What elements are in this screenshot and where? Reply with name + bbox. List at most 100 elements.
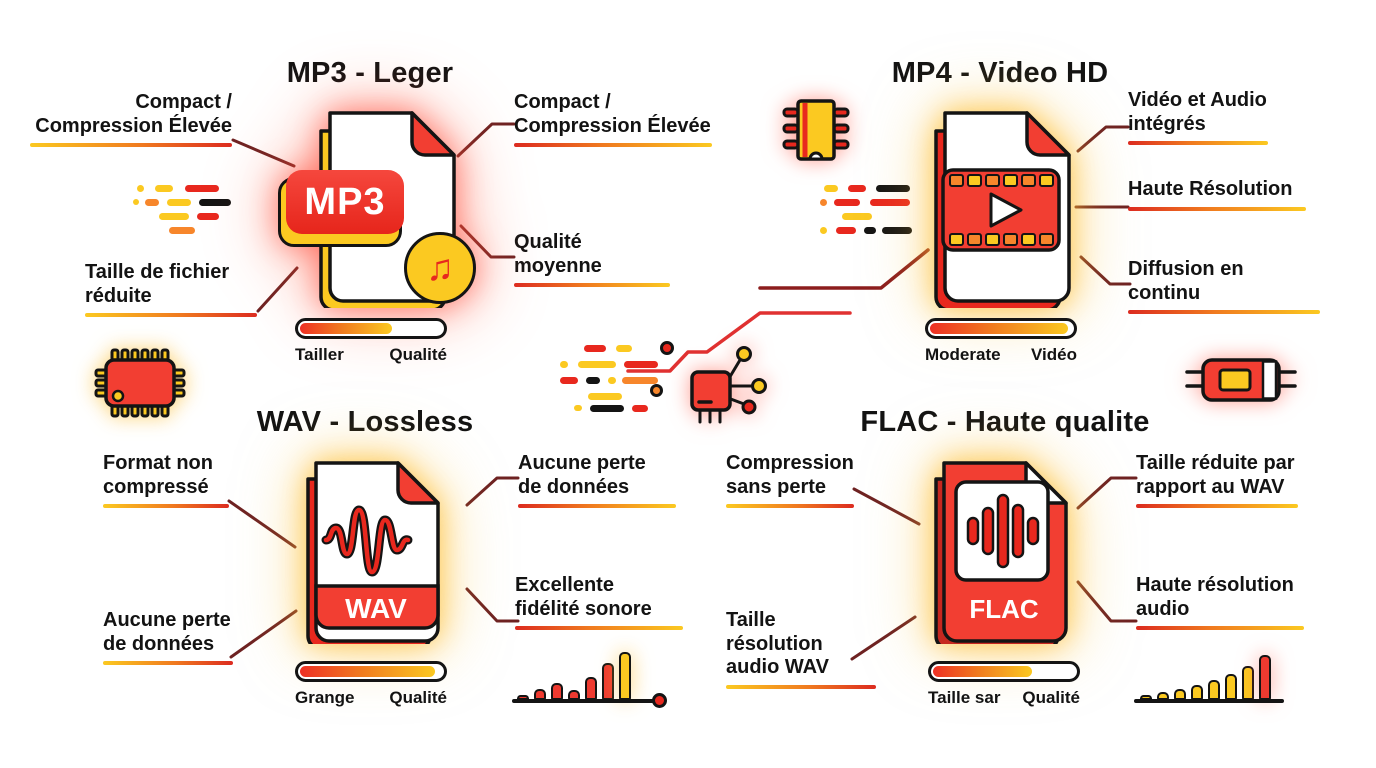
mp3-size-quality-meter — [295, 318, 447, 339]
label-text: Excellente fidélité sonore — [515, 574, 652, 620]
microchip-icon — [782, 99, 850, 161]
label-underline — [1128, 141, 1268, 146]
flac-file-icon: FLAC — [928, 458, 1080, 646]
label-text: Taille de fichier réduite — [85, 261, 230, 307]
chart-bar — [1242, 666, 1254, 700]
waveform-icon — [321, 505, 413, 577]
label-text: Vidéo et Audio intégrés — [1128, 89, 1267, 135]
flac-title: FLAC - Haute qualite — [860, 406, 1150, 438]
mp3-label-top-left: Compact / Compression Élevée — [30, 91, 232, 148]
label-underline — [726, 504, 854, 509]
meter-right-label: Qualité — [389, 345, 447, 364]
flac-growth-bar-chart — [1140, 645, 1271, 700]
wav-label-bottom-right: Excellente fidélité sonore — [515, 574, 683, 631]
label-underline — [103, 661, 233, 666]
flac-label-top-right: Taille réduite par rapport au WAV — [1136, 452, 1298, 509]
flac-label-bottom-left: Taille résolution audio WAV — [726, 609, 876, 689]
mp4-size-quality-meter — [925, 318, 1077, 339]
label-underline — [85, 313, 257, 318]
mp4-label-mid-right: Haute Résolution — [1128, 178, 1306, 211]
wav-growth-bar-chart — [517, 648, 631, 700]
meter-fill — [933, 666, 1033, 677]
circuit-trace-lines — [626, 248, 930, 373]
label-text: Taille réduite par rapport au WAV — [1136, 452, 1295, 498]
equalizer-icon — [966, 493, 1040, 569]
wav-meter-labels: Grange Qualité — [295, 688, 447, 708]
meter-right-label: Qualité — [389, 688, 447, 707]
chart-axis — [1134, 699, 1284, 703]
wav-band-label: WAV — [345, 593, 407, 624]
label-text: Taille résolution audio WAV — [726, 609, 829, 679]
flac-label-top-left: Compression sans perte — [726, 452, 854, 509]
mp3-meter-labels: Tailler Qualité — [295, 345, 447, 365]
label-underline — [515, 626, 683, 631]
label-underline — [1136, 626, 1304, 631]
folded-page-icon: FLAC — [934, 461, 1068, 644]
label-underline — [514, 143, 712, 148]
mp4-label-top-right: Vidéo et Audio intégrés — [1128, 89, 1300, 146]
chart-bar — [602, 663, 614, 700]
flac-label-bottom-right: Haute résolution audio — [1136, 574, 1304, 631]
meter-fill — [300, 323, 393, 334]
mp4-file-icon — [925, 108, 1085, 310]
label-underline — [103, 504, 229, 509]
label-underline — [518, 504, 676, 509]
label-text: Haute Résolution — [1128, 178, 1293, 200]
chart-bar — [585, 677, 597, 700]
wav-label-top-right: Aucune perte de données — [518, 452, 676, 509]
meter-left-label: Grange — [295, 688, 355, 707]
label-underline — [30, 143, 232, 148]
speed-dashes — [133, 185, 231, 234]
flac-band-label: FLAC — [969, 594, 1039, 624]
mp3-label-top-right: Compact / Compression Élevée — [514, 91, 712, 148]
chip-icon — [94, 348, 186, 418]
label-text: Diffusion en continu — [1128, 258, 1244, 304]
speed-dashes — [560, 345, 658, 412]
label-underline — [514, 283, 670, 288]
speed-dashes — [820, 185, 912, 234]
label-text: Compression sans perte — [726, 452, 854, 498]
circuit-node-dot — [650, 384, 663, 397]
chart-bar — [1225, 674, 1237, 700]
meter-right-label: Vidéo — [1031, 345, 1077, 364]
play-icon — [989, 192, 1023, 228]
resistor-component-icon — [1185, 358, 1297, 402]
chart-bar — [1259, 655, 1271, 700]
wav-label-top-left: Format non compressé — [103, 452, 229, 509]
label-underline — [726, 684, 876, 689]
badge-label: MP3 — [286, 170, 404, 234]
label-text: Haute résolution audio — [1136, 574, 1294, 620]
meter-fill — [300, 666, 435, 677]
wav-title: WAV - Lossless — [256, 406, 474, 438]
mp4-meter-labels: Moderate Vidéo — [925, 345, 1077, 365]
label-text: Aucune perte de données — [103, 609, 231, 655]
processor-circuit-icon — [690, 346, 767, 424]
music-note-icon: ♫ — [404, 232, 476, 304]
wav-file-icon: WAV — [300, 458, 452, 646]
chart-axis — [512, 699, 658, 703]
meter-fill — [930, 323, 1068, 334]
meter-left-label: Taille sar — [928, 688, 1001, 707]
mp4-label-bottom-right: Diffusion en continu — [1128, 258, 1320, 315]
label-text: Format non compressé — [103, 452, 213, 498]
film-strip-play-icon — [941, 168, 1061, 252]
folded-page-icon — [934, 111, 1071, 308]
label-underline — [1128, 310, 1320, 315]
meter-left-label: Tailler — [295, 345, 344, 364]
label-text: Aucune perte de données — [518, 452, 646, 498]
label-text: Compact / Compression Élevée — [35, 91, 232, 137]
mp3-file-icon: MP3 ♫ — [278, 108, 476, 310]
mp3-badge: MP3 — [278, 170, 404, 247]
chart-bar — [1191, 685, 1203, 700]
label-text: Qualité moyenne — [514, 231, 602, 277]
flac-meter-labels: Taille sar Qualité — [928, 688, 1080, 708]
meter-left-label: Moderate — [925, 345, 1001, 364]
chart-bar — [619, 652, 631, 700]
meter-right-label: Qualité — [1022, 688, 1080, 707]
mp3-title: MP3 - Leger — [286, 57, 454, 89]
chart-bar — [551, 683, 563, 700]
chart-bar — [1208, 680, 1220, 700]
label-underline — [1136, 504, 1298, 509]
wav-size-quality-meter — [295, 661, 447, 682]
